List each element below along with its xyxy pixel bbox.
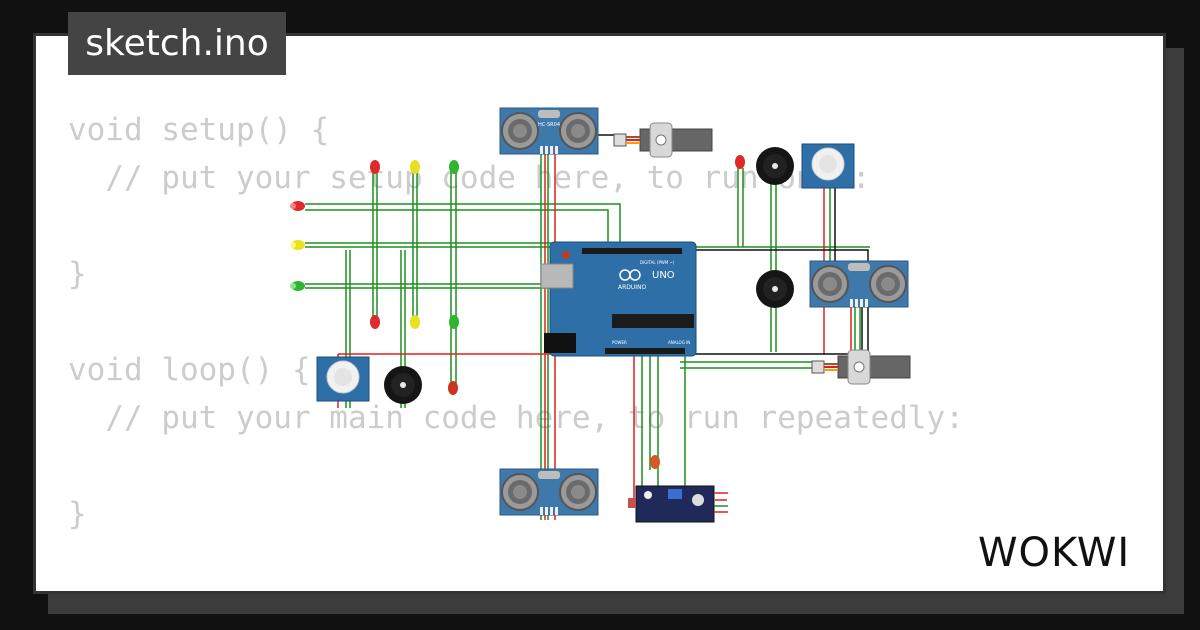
arduino-uno-board: UNO ARDUINO DIGITAL (PWM ~) ANALOG IN PO… [540, 241, 697, 357]
led-red-left [290, 201, 305, 211]
code-line: } [68, 496, 87, 532]
led-red-top [370, 160, 380, 174]
ultrasonic-sensor-top [499, 107, 599, 155]
board-digital-label: DIGITAL (PWM ~) [640, 260, 675, 265]
board-power-label: POWER [612, 340, 627, 345]
led-yellow-bottom [410, 315, 420, 329]
code-line: void setup() { [68, 112, 330, 148]
board-analog-label: ANALOG IN [668, 340, 690, 345]
ultrasonic-sensor-bottom [499, 468, 599, 516]
buzzer-top [756, 147, 794, 185]
code-line: void loop() { [68, 352, 311, 388]
buzzer-left [384, 366, 422, 404]
sensor-module-bottom [628, 485, 728, 523]
board-model-label: UNO [652, 270, 675, 281]
led-green-top [449, 160, 459, 174]
led-green-bottom [449, 315, 459, 329]
led-red-right [735, 155, 745, 169]
led-red-lower [448, 381, 458, 395]
arduino-infinity-logo [619, 269, 641, 281]
pir-sensor-left [316, 356, 370, 402]
led-yellow-top [410, 160, 420, 174]
wokwi-logo: WOKWI [978, 530, 1130, 576]
buzzer-middle [756, 270, 794, 308]
ultrasonic-sensor-right [809, 260, 909, 308]
code-background: void setup() { // put your setup code he… [68, 106, 964, 538]
led-orange-bottom [650, 455, 660, 469]
servo-motor-top [613, 122, 713, 158]
led-yellow-left [290, 240, 305, 250]
led-red-bottom [370, 315, 380, 329]
servo-motor-right [811, 349, 911, 385]
code-line: } [68, 256, 87, 292]
svg-text:WOKWI: WOKWI [978, 530, 1130, 576]
pir-sensor-right [801, 143, 855, 189]
filename-tab[interactable]: sketch.ino [68, 12, 286, 75]
led-green-left [290, 281, 305, 291]
board-brand-label: ARDUINO [618, 284, 647, 291]
sensor-model-label: HC-SR04 [538, 122, 560, 128]
